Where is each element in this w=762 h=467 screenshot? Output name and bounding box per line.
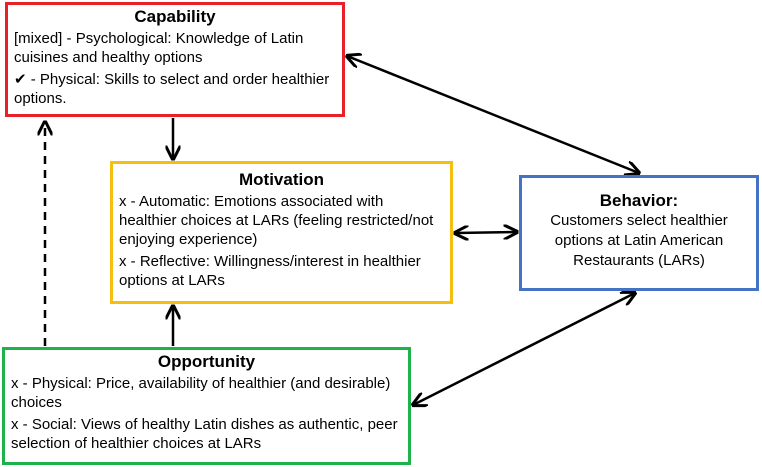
behavior-box: Behavior: Customers select healthier opt…	[519, 175, 759, 291]
capability-box: Capability [mixed] - Psychological: Know…	[5, 2, 345, 117]
arrow-opportunity-behavior	[413, 293, 635, 405]
capability-item-text: - Psychological: Knowledge of Latin cuis…	[14, 30, 304, 66]
opportunity-item-text: - Social: Views of healthy Latin dishes …	[11, 416, 398, 452]
capability-item-text: - Physical: Skills to select and order h…	[14, 71, 330, 107]
motivation-box: Motivation x - Automatic: Emotions assoc…	[110, 161, 453, 304]
opportunity-item-physical: x - Physical: Price, availability of hea…	[11, 374, 402, 412]
behavior-text: Customers select healthier options at La…	[550, 212, 728, 269]
x-marker: x	[119, 193, 127, 210]
x-marker: x	[11, 375, 19, 392]
motivation-item-text: - Automatic: Emotions associated with he…	[119, 193, 434, 248]
opportunity-box: Opportunity x - Physical: Price, availab…	[2, 347, 411, 465]
x-marker: x	[119, 253, 127, 270]
arrow-motivation-behavior	[455, 232, 517, 233]
checkmark-icon: ✔	[14, 71, 27, 88]
mixed-marker: [mixed]	[14, 30, 63, 47]
motivation-item-reflective: x - Reflective: Willingness/interest in …	[119, 252, 444, 290]
opportunity-item-text: - Physical: Price, availability of healt…	[11, 375, 391, 411]
behavior-title: Behavior:	[599, 191, 679, 210]
capability-title: Capability	[134, 7, 216, 26]
opportunity-item-social: x - Social: Views of healthy Latin dishe…	[11, 415, 402, 453]
motivation-title: Motivation	[239, 170, 324, 189]
arrow-capability-behavior	[347, 56, 639, 173]
capability-item-physical: ✔ - Physical: Skills to select and order…	[14, 70, 336, 108]
x-marker: x	[11, 416, 19, 433]
opportunity-title: Opportunity	[157, 352, 256, 371]
capability-item-psychological: [mixed] - Psychological: Knowledge of La…	[14, 29, 336, 67]
motivation-item-text: - Reflective: Willingness/interest in he…	[119, 253, 421, 289]
motivation-item-automatic: x - Automatic: Emotions associated with …	[119, 192, 444, 249]
